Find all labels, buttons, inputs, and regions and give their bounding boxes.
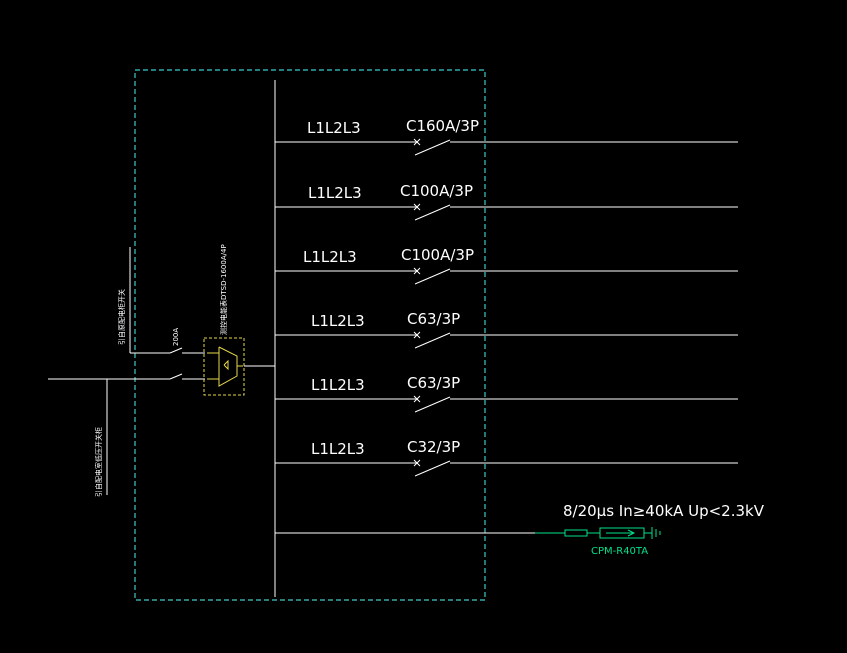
breaker-contact-icon [413, 331, 421, 339]
breaker-blade [414, 460, 451, 477]
incoming-breaker-rating: 200A [172, 328, 180, 346]
breaker-blade [414, 204, 451, 221]
feeder-phases: L1L2L3 [311, 376, 365, 394]
breaker-blade [414, 396, 451, 413]
meter-symbol [207, 346, 243, 387]
feeder-phases: L1L2L3 [311, 440, 365, 458]
feeder-phases: L1L2L3 [308, 184, 362, 202]
feeder-row: L1L2L3 C63/3P [275, 310, 738, 349]
feeder-breaker-rating: C100A/3P [400, 182, 473, 200]
breaker-blade [414, 139, 451, 156]
feeder-row: L1L2L3 C100A/3P [275, 246, 738, 285]
breaker-contact-icon [413, 203, 421, 211]
feeder-breaker-rating: C63/3P [407, 310, 460, 328]
meter-box [203, 337, 245, 396]
feeder-phases: L1L2L3 [311, 312, 365, 330]
breaker-blade [414, 268, 451, 285]
feeder-breaker-rating: C32/3P [407, 438, 460, 456]
incoming-breaker-symbol [165, 347, 205, 380]
feeder-row: L1L2L3 C63/3P [275, 374, 738, 413]
breaker-contact-icon [413, 459, 421, 467]
feeder-breaker-rating: C63/3P [407, 374, 460, 392]
feeder-phases: L1L2L3 [307, 119, 361, 137]
spd-model: CPM-R40TA [591, 546, 648, 557]
breaker-contact-icon [413, 395, 421, 403]
feeder-phases: L1L2L3 [303, 248, 357, 266]
breaker-contact-icon [413, 138, 421, 146]
spd-spec: 8/20μs In≥40kA Up<2.3kV [563, 502, 765, 520]
lower-source-label: 引自配电室低压开关柜 [94, 427, 103, 497]
breaker-contact-icon [413, 267, 421, 275]
upper-source-label: 引自原配电柜开关 [117, 289, 126, 345]
feeder-breaker-rating: C100A/3P [401, 246, 474, 264]
meter-label: 测控电能表DTSD-1600A/4P [219, 244, 228, 335]
spd-fuse [564, 529, 588, 537]
feeder-row: L1L2L3 C100A/3P [275, 182, 738, 221]
feeder-row: L1L2L3 C160A/3P [275, 117, 738, 156]
breaker-blade [414, 332, 451, 349]
spd-circuit [275, 527, 661, 539]
feeder-breaker-rating: C160A/3P [406, 117, 479, 135]
feeder-row: L1L2L3 C32/3P [275, 438, 738, 477]
